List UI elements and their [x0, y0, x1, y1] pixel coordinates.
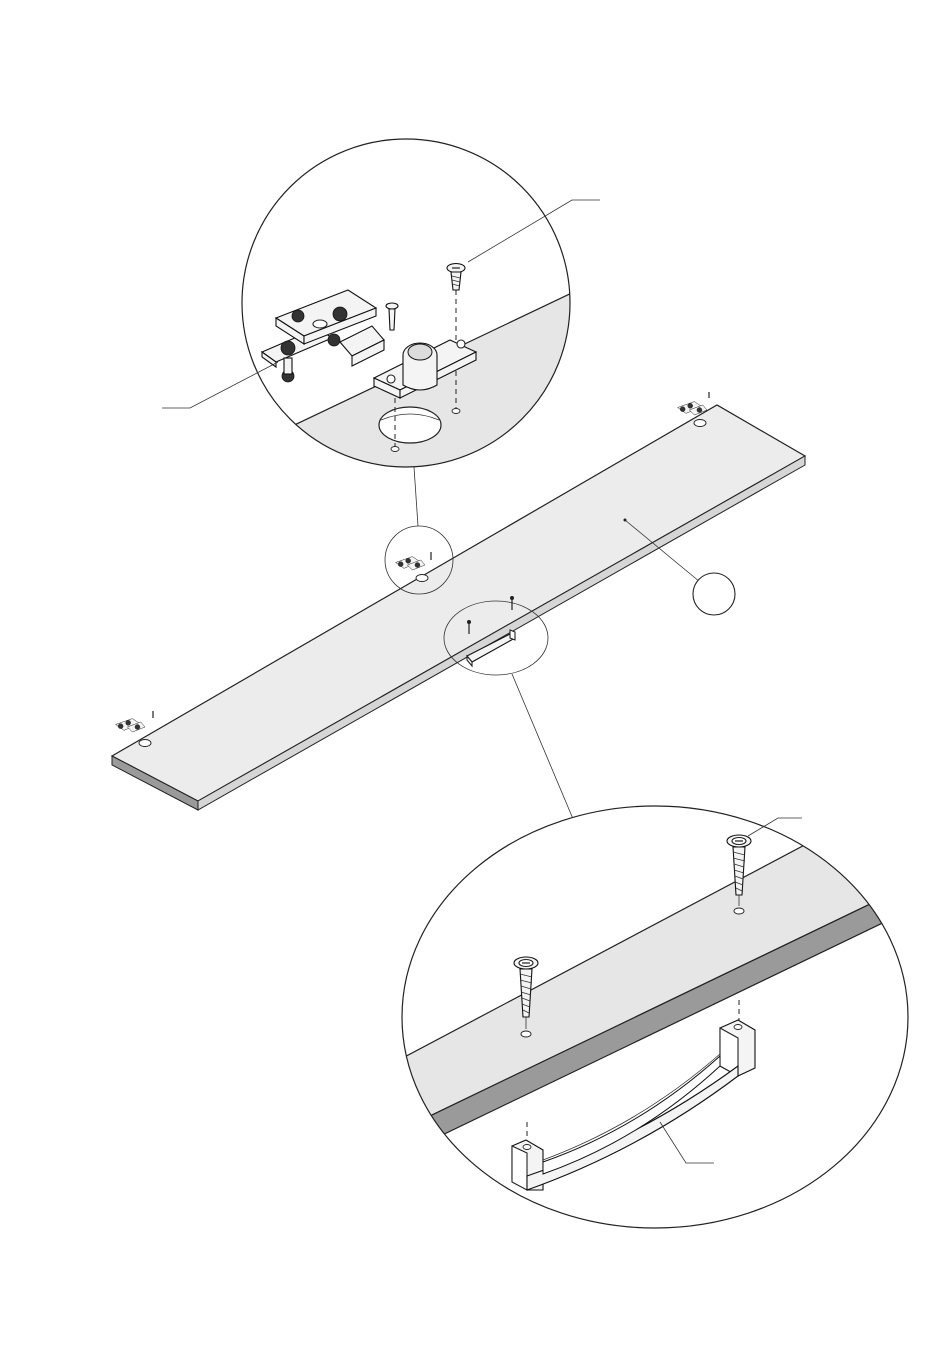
- panel-callout-circle: [693, 573, 735, 615]
- panel-long-edge: [198, 456, 805, 810]
- top-detail-leader: [414, 467, 418, 526]
- handle-detail-view: [380, 805, 920, 1230]
- hinge-detail-view: [200, 138, 620, 520]
- hinge-left: [116, 711, 153, 747]
- bottom-detail-leader: [512, 674, 576, 826]
